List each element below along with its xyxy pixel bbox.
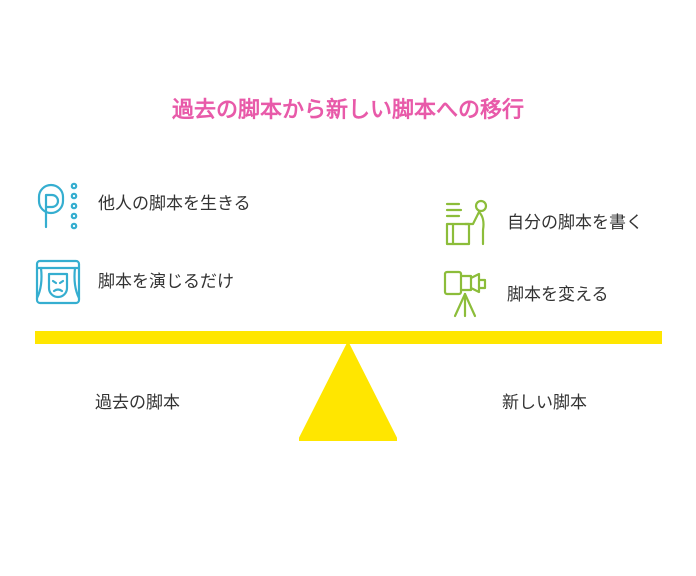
right-item-2: 脚本を変える (507, 285, 609, 305)
writer-desk-icon (443, 198, 489, 248)
right-item-1: 自分の脚本を書く (507, 213, 643, 233)
left-item-1: 他人の脚本を生きる (98, 194, 251, 214)
right-side-label: 新しい脚本 (502, 393, 587, 413)
theater-mask-icon (35, 258, 81, 308)
left-side-label: 過去の脚本 (95, 393, 180, 413)
seesaw-fulcrum (299, 343, 397, 441)
film-camera-icon (443, 268, 489, 318)
left-item-2: 脚本を演じるだけ (98, 272, 234, 292)
seesaw-beam (35, 331, 662, 344)
diagram-title: 過去の脚本から新しい脚本への移行 (171, 98, 524, 123)
pulse-figure-icon (36, 181, 82, 231)
